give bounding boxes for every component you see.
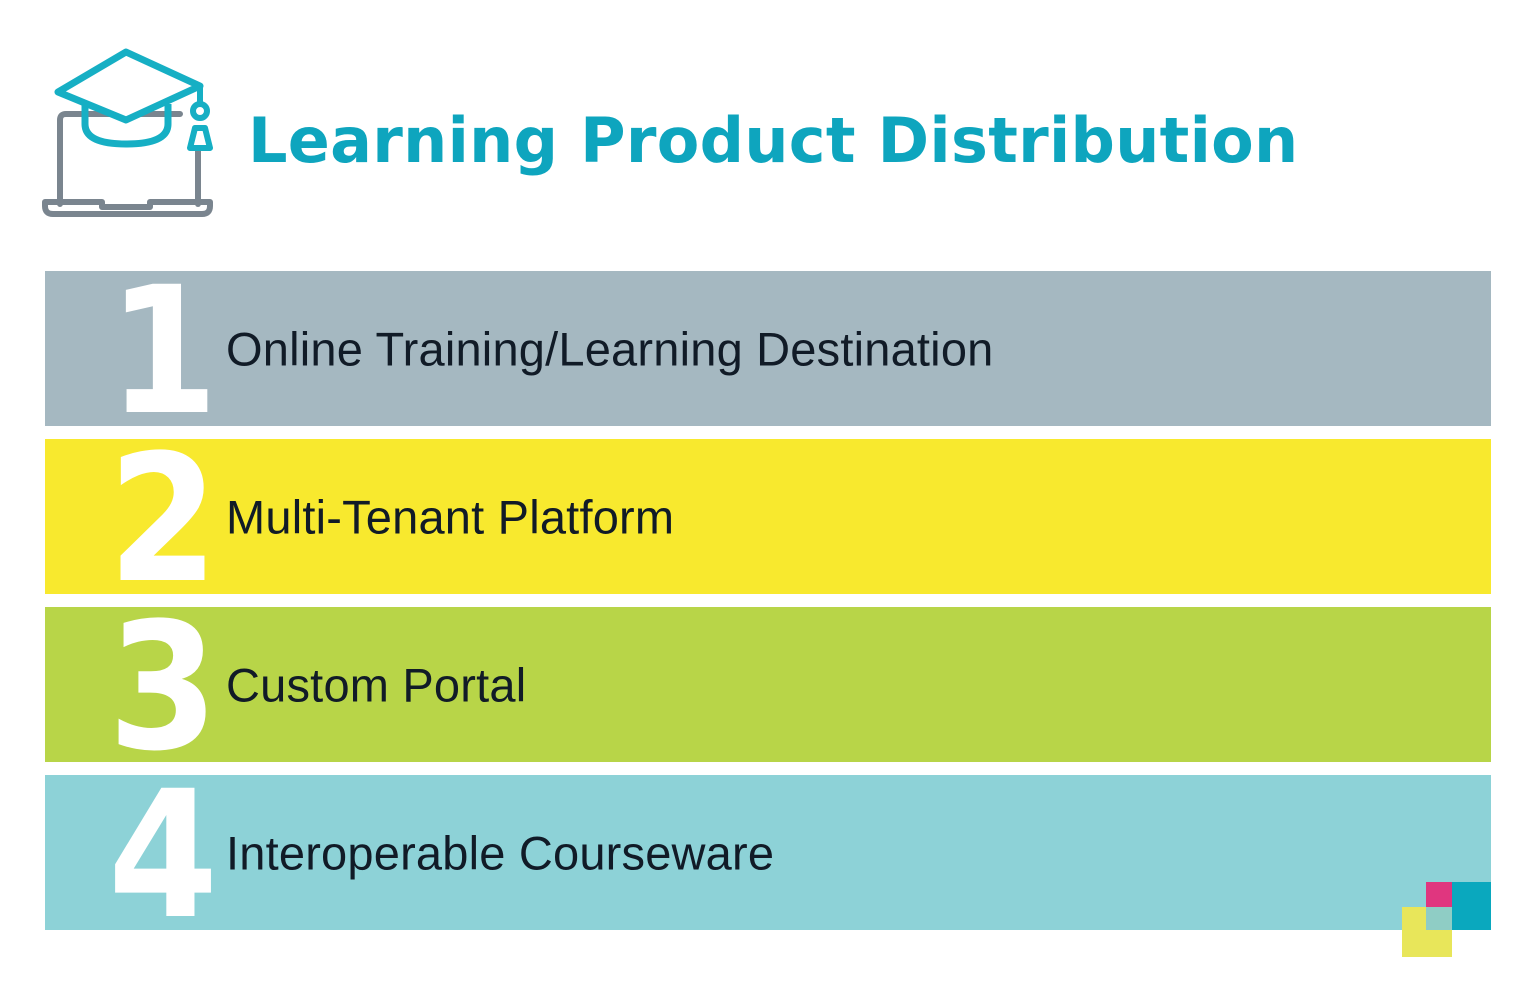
list-item-2: 2 Multi-Tenant Platform	[45, 432, 1491, 608]
item-number: 4	[108, 753, 218, 958]
item-label: Custom Portal	[226, 658, 527, 711]
list-item-1: 1 Online Training/Learning Destination	[45, 264, 1491, 440]
item-label: Online Training/Learning Destination	[226, 322, 994, 375]
page-title: Learning Product Distribution	[248, 104, 1299, 177]
item-label: Interoperable Courseware	[226, 826, 775, 879]
item-label: Multi-Tenant Platform	[226, 490, 675, 543]
list-item-3: 3 Custom Portal	[45, 600, 1491, 776]
decorative-squares-icon	[1402, 882, 1491, 957]
item-number: 1	[108, 249, 218, 454]
item-number: 3	[108, 585, 218, 790]
list-item-4: 4 Interoperable Courseware	[45, 768, 1491, 944]
item-number: 2	[108, 417, 218, 622]
laptop-graduation-cap-icon	[42, 48, 213, 217]
